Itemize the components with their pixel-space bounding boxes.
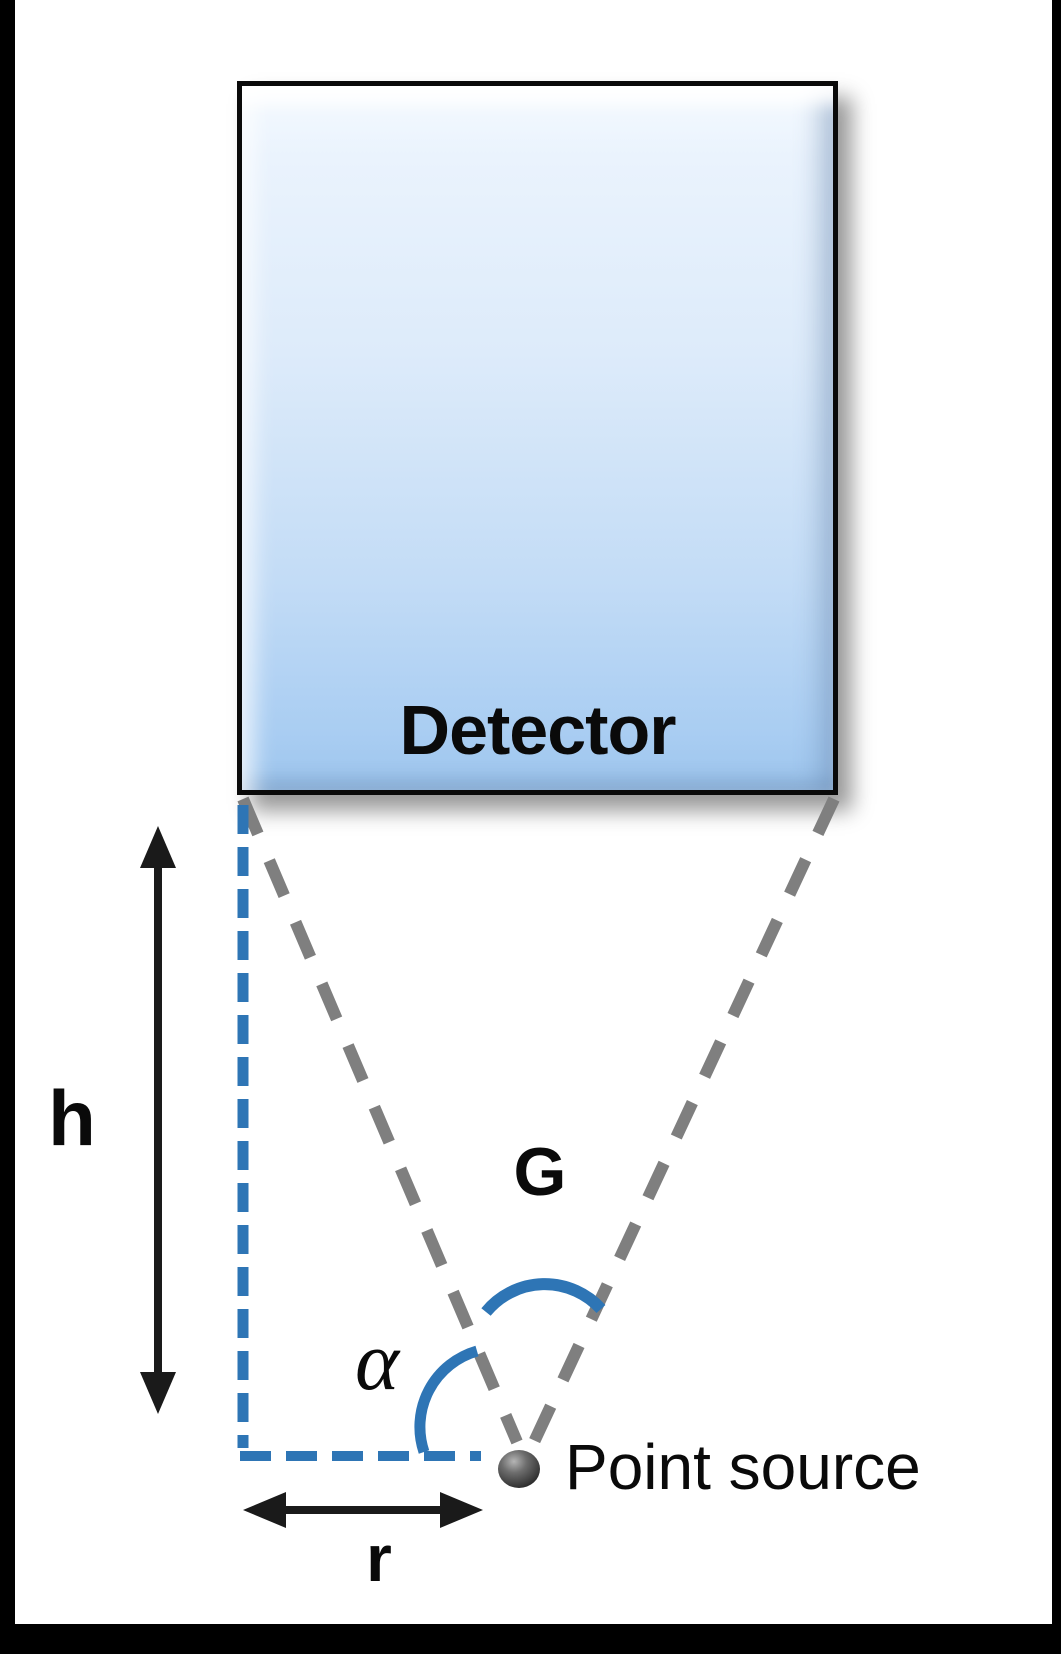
height-label: h — [48, 1074, 96, 1162]
frame-border-right — [1052, 0, 1061, 1654]
detector-label: Detector — [399, 691, 677, 769]
solid-angle-arc — [481, 1278, 606, 1316]
r-arrow — [243, 1492, 483, 1528]
point-source-dot — [498, 1450, 540, 1488]
frame-border-bottom — [0, 1624, 1061, 1654]
alpha-angle-arc — [414, 1345, 479, 1454]
point-source-label: Point source — [565, 1431, 921, 1503]
cone-edge-left — [237, 796, 523, 1445]
cone-edge-right — [528, 796, 840, 1445]
detector-box: Detector — [237, 81, 838, 795]
alpha-angle-label: α — [354, 1315, 400, 1408]
h-arrow — [140, 826, 176, 1414]
radius-label: r — [366, 1521, 392, 1595]
frame-border-left — [0, 0, 15, 1654]
solid-angle-label: G — [513, 1134, 567, 1210]
